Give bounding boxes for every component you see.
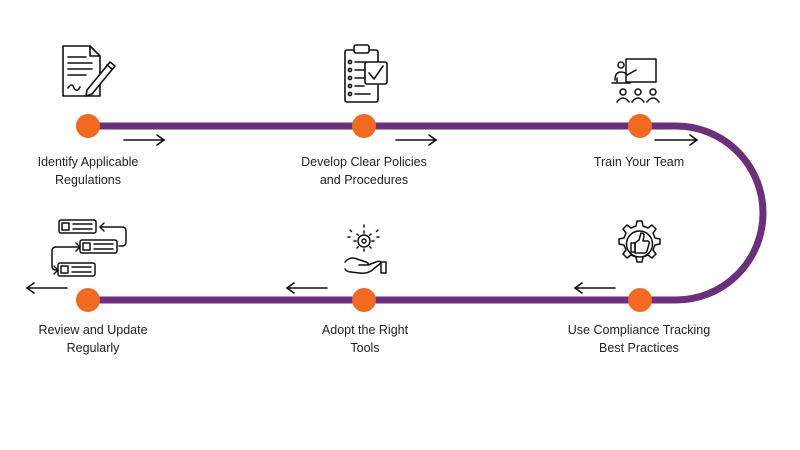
label-line: Identify Applicable <box>37 155 139 169</box>
step-label-compliance-tracking: Use Compliance Tracking Best Practices <box>554 321 724 357</box>
arrow-right-icon <box>395 134 438 146</box>
clipboard-checklist-icon <box>344 44 388 103</box>
presentation-training-icon <box>611 58 660 103</box>
step-node <box>628 114 652 138</box>
step-node <box>76 114 100 138</box>
step-label-adopt-tools: Adopt the Right Tools <box>280 321 450 357</box>
label-line: Best Practices <box>599 341 679 355</box>
label-line: Train Your Team <box>593 155 685 169</box>
step-node <box>352 114 376 138</box>
label-line: Regularly <box>66 341 120 355</box>
arrow-left-icon <box>285 282 328 294</box>
step-label-review-update: Review and Update Regularly <box>8 321 178 357</box>
step-nodes <box>76 114 652 312</box>
step-label-identify-regulations: Identify Applicable Regulations <box>3 153 173 189</box>
gear-thumbs-up-icon <box>618 220 661 263</box>
process-track <box>84 122 767 304</box>
step-node <box>352 288 376 312</box>
arrow-left-icon <box>25 282 68 294</box>
label-line: Regulations <box>54 173 121 187</box>
label-line: Tools <box>350 341 380 355</box>
step-label-train-team: Train Your Team <box>554 153 724 171</box>
arrow-right-icon <box>654 134 699 146</box>
label-line: and Procedures <box>319 173 409 187</box>
step-node <box>76 288 100 312</box>
direction-arrows <box>25 134 699 294</box>
label-line: Review and Update <box>38 323 148 337</box>
document-signature-icon <box>62 45 116 97</box>
step-label-develop-policies: Develop Clear Policies and Procedures <box>279 153 449 189</box>
label-line: Adopt the Right <box>321 323 409 337</box>
workflow-cards-icon <box>51 219 127 277</box>
arrow-left-icon <box>573 282 616 294</box>
label-line: Develop Clear Policies <box>301 155 427 169</box>
label-line: Use Compliance Tracking <box>567 323 711 337</box>
arrow-right-icon <box>123 134 166 146</box>
step-node <box>628 288 652 312</box>
hand-gear-icon <box>344 224 387 274</box>
